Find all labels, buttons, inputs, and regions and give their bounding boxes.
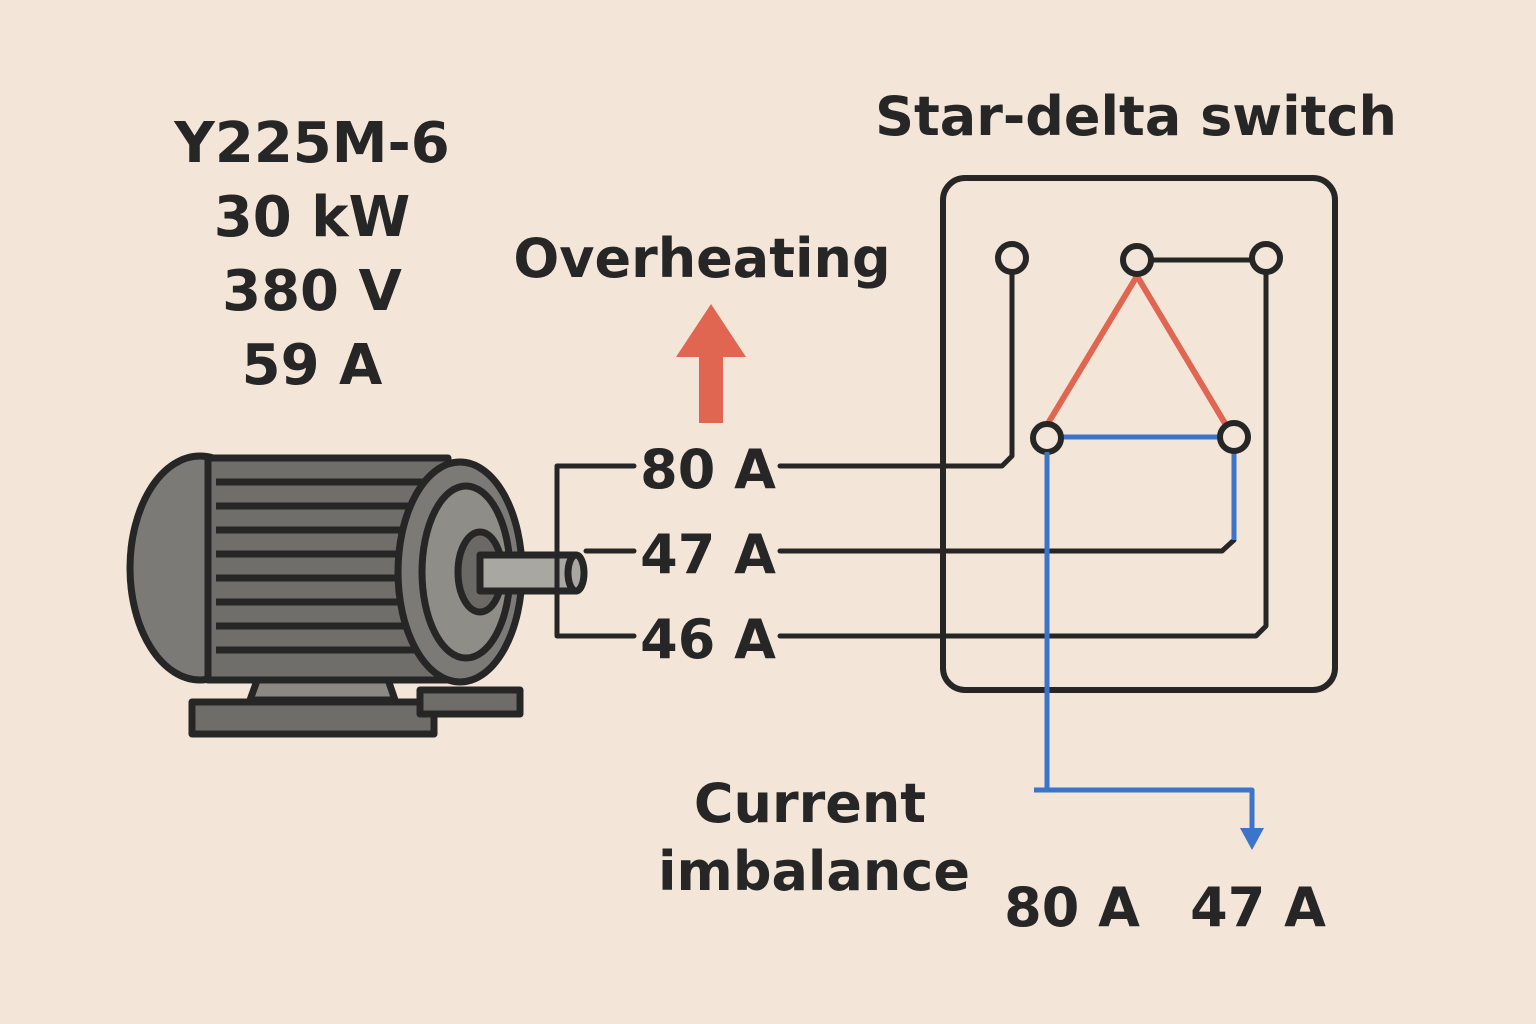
phase-current-3: 46 A (640, 608, 776, 671)
imbalance-value-b: 47 A (1190, 876, 1326, 939)
motor-power: 30 kW (214, 185, 410, 250)
terminal-top-right (1249, 241, 1283, 275)
terminal-top-left (995, 241, 1029, 275)
phase-current-2: 47 A (640, 523, 776, 586)
imbalance-value-a: 80 A (1004, 876, 1140, 939)
terminal-bottom-right (1217, 420, 1251, 454)
motor-voltage: 380 V (222, 259, 402, 324)
terminal-bottom-left (1030, 421, 1064, 455)
imbalance-label-line1: Current (694, 772, 926, 835)
imbalance-wire (1034, 452, 1255, 832)
terminal-top-middle (1120, 243, 1154, 277)
star-delta-switch (940, 175, 1338, 693)
motor-model: Y225M-6 (173, 111, 449, 176)
arrow-down-icon (1240, 828, 1264, 850)
motor-rated-current: 59 A (242, 333, 383, 398)
electric-motor-icon (126, 452, 588, 738)
imbalance-label-line2: imbalance (658, 840, 970, 903)
phase-current-1: 80 A (640, 438, 776, 501)
overheating-label: Overheating (513, 227, 890, 290)
motor-spec-block: Y225M-6 30 kW 380 V 59 A (173, 111, 449, 398)
arrow-up-icon (676, 304, 746, 423)
switch-title: Star-delta switch (875, 85, 1397, 148)
